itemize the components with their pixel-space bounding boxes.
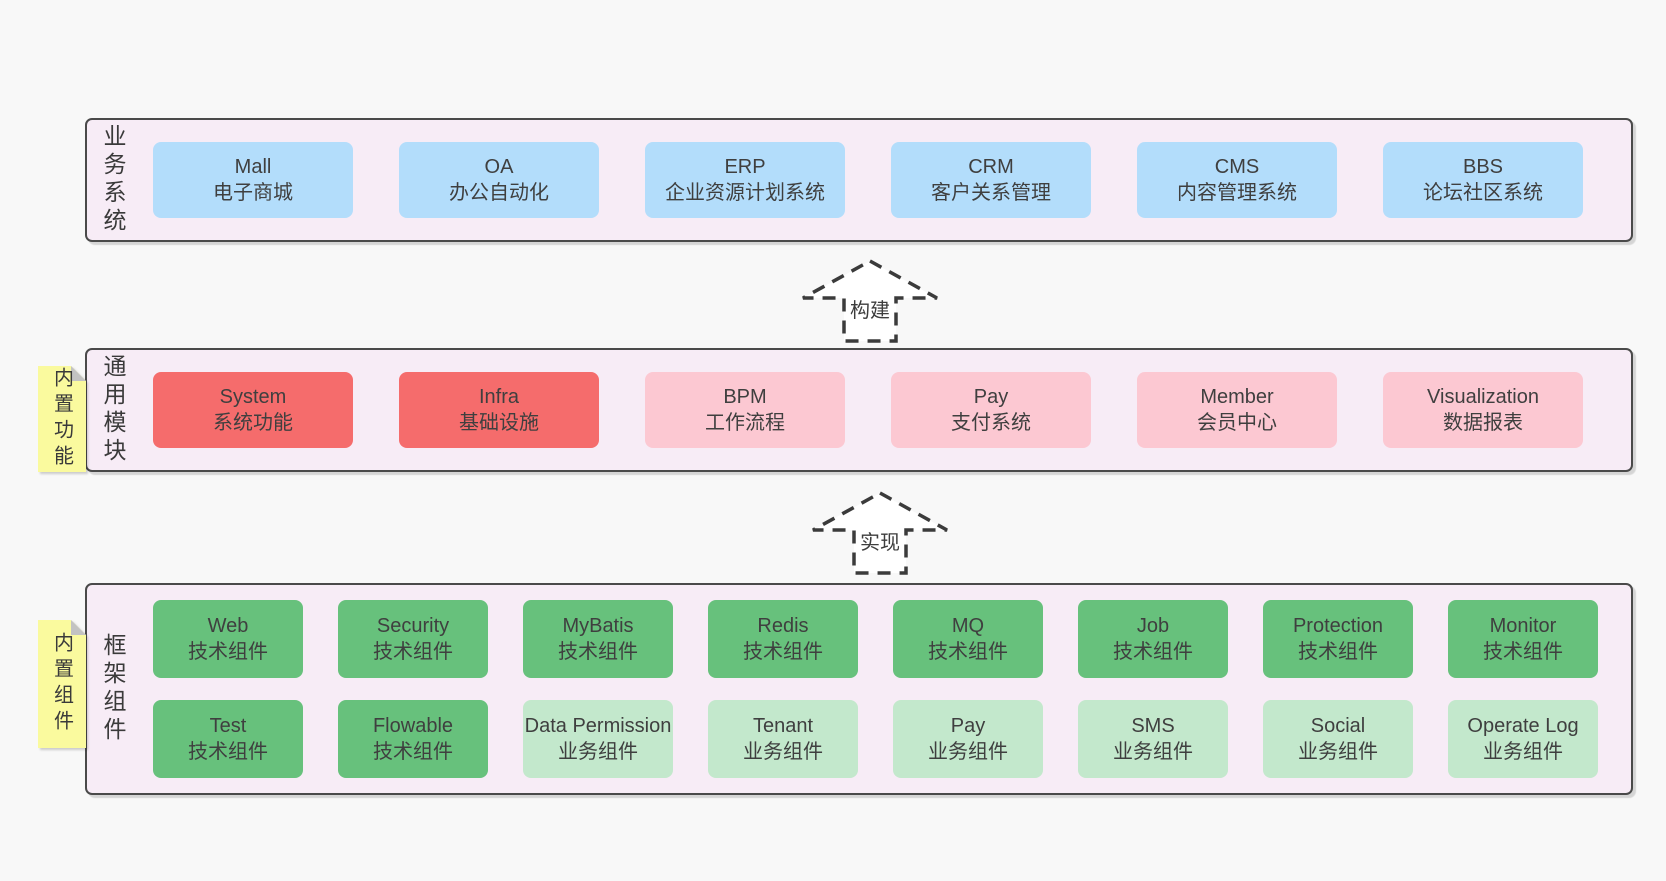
box-subtitle: 技术组件 xyxy=(928,641,1008,663)
box-subtitle: 基础设施 xyxy=(459,412,539,434)
box-monitor: Monitor 技术组件 xyxy=(1448,600,1598,678)
box-subtitle: 业务组件 xyxy=(1113,741,1193,763)
box-subtitle: 技术组件 xyxy=(1113,641,1193,663)
box-title: Operate Log xyxy=(1467,714,1579,737)
box-subtitle: 技术组件 xyxy=(373,641,453,663)
box-subtitle: 会员中心 xyxy=(1197,412,1277,434)
box-title: Monitor xyxy=(1489,614,1557,637)
box-operate-log: Operate Log 业务组件 xyxy=(1448,700,1598,778)
box-title: MQ xyxy=(951,614,985,637)
box-title: Pay xyxy=(950,714,986,737)
box-title: Pay xyxy=(973,385,1009,408)
box-bpm: BPM 工作流程 xyxy=(645,372,845,448)
arrow-build-label: 构建 xyxy=(800,294,940,323)
box-subtitle: 电子商城 xyxy=(213,182,293,204)
note-background xyxy=(38,366,86,472)
box-subtitle: 业务组件 xyxy=(558,741,638,763)
box-subtitle: 技术组件 xyxy=(558,641,638,663)
box-subtitle: 业务组件 xyxy=(1298,741,1378,763)
panel-modules-label: 通用模块 xyxy=(100,354,126,466)
box-title: Test xyxy=(209,714,247,737)
box-cms: CMS 内容管理系统 xyxy=(1137,142,1337,218)
box-data-permission: Data Permission 业务组件 xyxy=(523,700,673,778)
box-subtitle: 技术组件 xyxy=(1483,641,1563,663)
arrow-implement-label: 实现 xyxy=(810,526,950,555)
box-subtitle: 工作流程 xyxy=(705,412,785,434)
box-security: Security 技术组件 xyxy=(338,600,488,678)
box-title: System xyxy=(219,385,287,408)
box-title: Data Permission xyxy=(524,714,672,737)
box-protection: Protection 技术组件 xyxy=(1263,600,1413,678)
box-subtitle: 技术组件 xyxy=(188,641,268,663)
box-subtitle: 内容管理系统 xyxy=(1177,182,1297,204)
box-oa: OA 办公自动化 xyxy=(399,142,599,218)
box-title: Flowable xyxy=(372,714,454,737)
box-subtitle: 支付系统 xyxy=(951,412,1031,434)
box-title: Social xyxy=(1310,714,1366,737)
box-mq: MQ 技术组件 xyxy=(893,600,1043,678)
box-social: Social 业务组件 xyxy=(1263,700,1413,778)
box-crm: CRM 客户关系管理 xyxy=(891,142,1091,218)
box-title: Mall xyxy=(234,155,272,178)
box-title: Infra xyxy=(478,385,520,408)
box-subtitle: 技术组件 xyxy=(1298,641,1378,663)
box-member: Member 会员中心 xyxy=(1137,372,1337,448)
box-infra: Infra 基础设施 xyxy=(399,372,599,448)
box-title: SMS xyxy=(1131,714,1175,737)
box-title: Redis xyxy=(757,614,809,637)
panel-framework-label: 框架组件 xyxy=(100,633,126,745)
box-subtitle: 办公自动化 xyxy=(449,182,549,204)
box-title: Job xyxy=(1136,614,1170,637)
box-erp: ERP 企业资源计划系统 xyxy=(645,142,845,218)
panel-business-label: 业务系统 xyxy=(100,124,126,236)
box-system: System 系统功能 xyxy=(153,372,353,448)
box-subtitle: 数据报表 xyxy=(1443,412,1523,434)
box-title: Member xyxy=(1200,385,1274,408)
box-subtitle: 业务组件 xyxy=(928,741,1008,763)
box-title: Protection xyxy=(1292,614,1384,637)
note-text: 内置功能 xyxy=(50,367,73,471)
note-background xyxy=(38,620,86,748)
box-subtitle: 业务组件 xyxy=(743,741,823,763)
note-built-in-components: 内置组件 xyxy=(38,620,86,748)
box-job: Job 技术组件 xyxy=(1078,600,1228,678)
box-title: BPM xyxy=(723,385,767,408)
box-redis: Redis 技术组件 xyxy=(708,600,858,678)
box-subtitle: 企业资源计划系统 xyxy=(665,182,825,204)
box-subtitle: 技术组件 xyxy=(188,741,268,763)
box-subtitle: 论坛社区系统 xyxy=(1423,182,1543,204)
box-mybatis: MyBatis 技术组件 xyxy=(523,600,673,678)
box-flowable: Flowable 技术组件 xyxy=(338,700,488,778)
box-title: OA xyxy=(484,155,514,178)
box-title: Visualization xyxy=(1427,385,1539,408)
box-subtitle: 技术组件 xyxy=(373,741,453,763)
box-title: CRM xyxy=(968,155,1014,178)
box-web: Web 技术组件 xyxy=(153,600,303,678)
box-subtitle: 系统功能 xyxy=(213,412,293,434)
box-title: BBS xyxy=(1462,155,1504,178)
box-visualization: Visualization 数据报表 xyxy=(1383,372,1583,448)
box-title: MyBatis xyxy=(562,614,634,637)
box-pay-module: Pay 支付系统 xyxy=(891,372,1091,448)
box-title: ERP xyxy=(724,155,766,178)
box-title: Security xyxy=(376,614,450,637)
box-tenant: Tenant 业务组件 xyxy=(708,700,858,778)
note-built-in-features: 内置功能 xyxy=(38,366,86,472)
box-subtitle: 客户关系管理 xyxy=(931,182,1051,204)
box-title: Web xyxy=(207,614,249,637)
box-pay-component: Pay 业务组件 xyxy=(893,700,1043,778)
note-text: 内置组件 xyxy=(50,632,73,736)
box-mall: Mall 电子商城 xyxy=(153,142,353,218)
box-test: Test 技术组件 xyxy=(153,700,303,778)
box-subtitle: 技术组件 xyxy=(743,641,823,663)
box-subtitle: 业务组件 xyxy=(1483,741,1563,763)
box-sms: SMS 业务组件 xyxy=(1078,700,1228,778)
box-title: CMS xyxy=(1214,155,1260,178)
box-title: Tenant xyxy=(752,714,814,737)
box-bbs: BBS 论坛社区系统 xyxy=(1383,142,1583,218)
